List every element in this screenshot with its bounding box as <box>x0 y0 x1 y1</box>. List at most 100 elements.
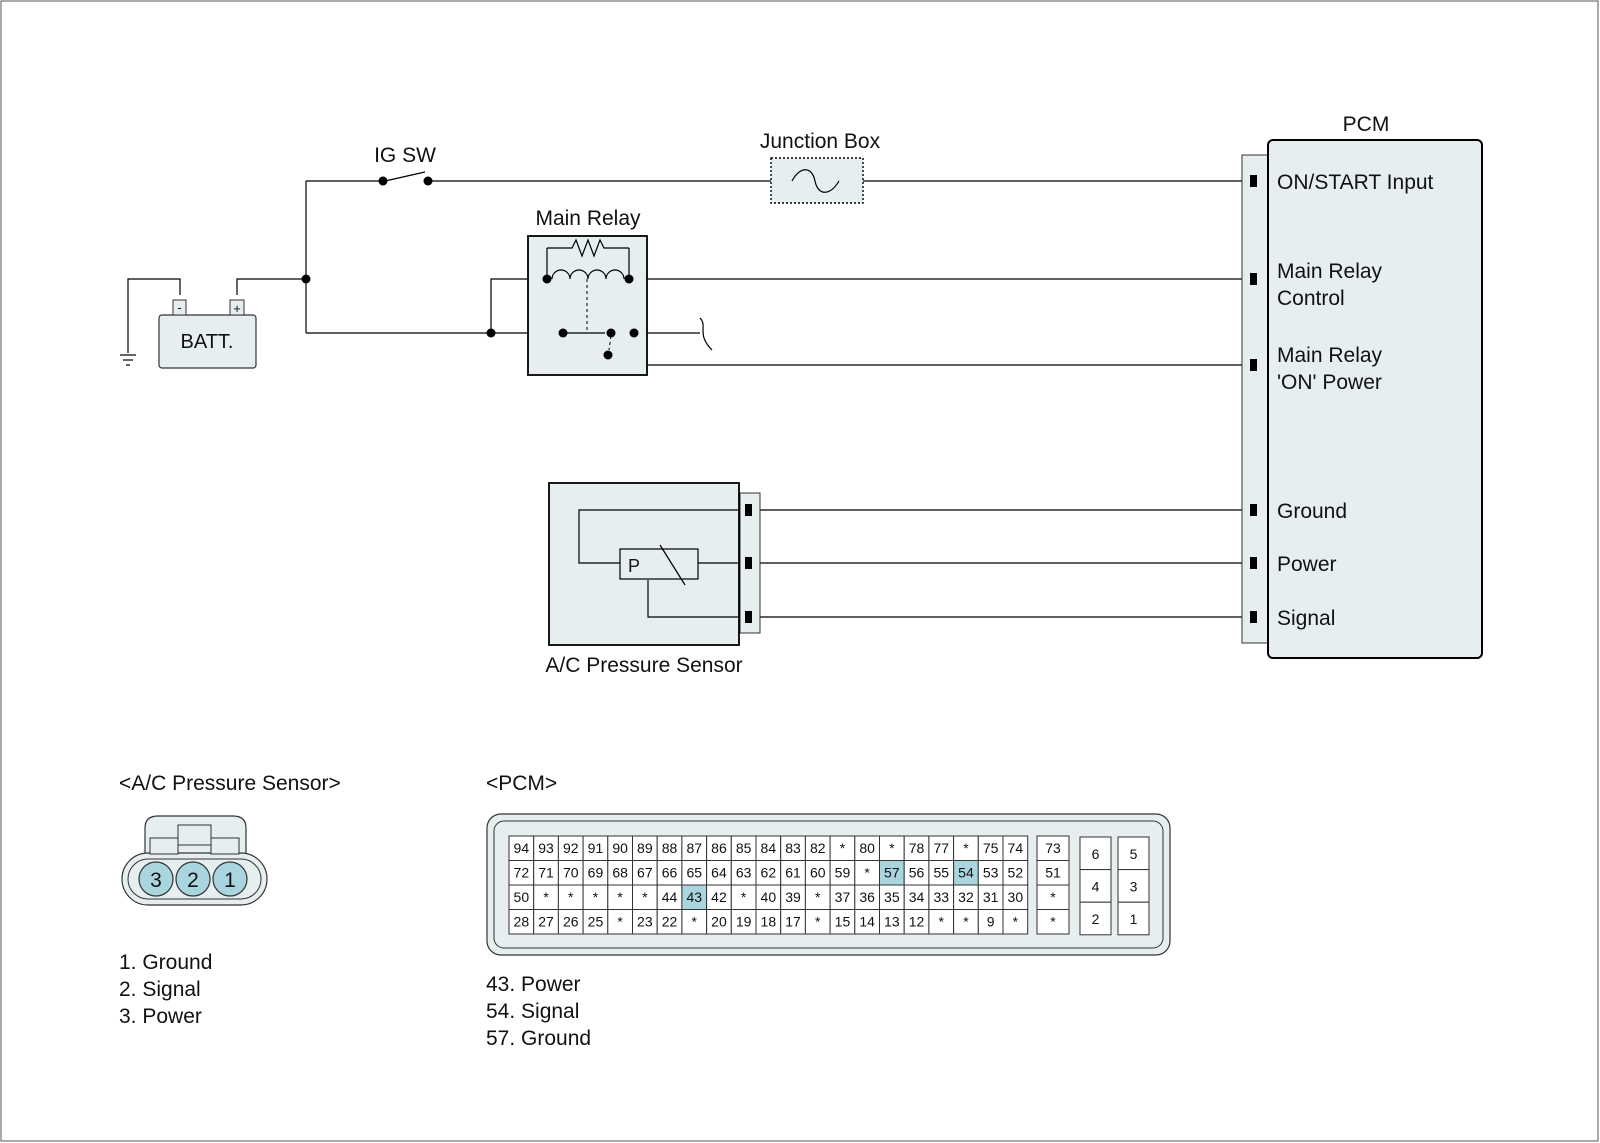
pcm-pin-number: 9 <box>987 914 995 930</box>
pcm-pin-number: 90 <box>612 840 628 856</box>
pcm-pin-number: * <box>568 889 574 905</box>
pcm-pins <box>1250 175 1257 623</box>
pcm-pin-number: 1 <box>1130 911 1138 927</box>
pcm-pin-number: 57 <box>884 865 900 881</box>
pcm-pin-number: * <box>815 889 821 905</box>
pcm-pin-cell <box>508 860 535 886</box>
pcm-pin-number: * <box>1050 914 1056 930</box>
pcm-pin-cell <box>953 860 979 886</box>
pcm-pin-cell <box>656 909 683 935</box>
ig-switch-label: IG SW <box>374 144 436 167</box>
battery: - + BATT. <box>158 299 257 369</box>
pcm-pin-cell <box>632 835 658 861</box>
sensor-pin <box>138 861 174 897</box>
pcm-pin-cell <box>1036 835 1070 861</box>
pcm-pin-number: 80 <box>859 840 875 856</box>
pcm-pin-cell <box>607 909 633 935</box>
pcm-pin-number: * <box>963 840 969 856</box>
battery-minus-label: - <box>177 300 181 315</box>
pcm-pin-number: * <box>864 865 870 881</box>
pcm-pin-number: * <box>642 889 648 905</box>
pcm-pin-cell <box>1117 836 1150 871</box>
pcm-pin-cell <box>557 835 584 861</box>
junction-box: Junction Box <box>760 130 881 204</box>
pcm-pin-cell <box>1036 909 1070 935</box>
pcm-pin-number: * <box>593 889 599 905</box>
sensor-pin-number: 3 <box>150 869 162 892</box>
pcm-pin-number: * <box>840 840 846 856</box>
pcm-pin-number: * <box>1050 889 1056 905</box>
pcm-pin-number: * <box>692 914 698 930</box>
pcm-pin-cell <box>730 835 757 861</box>
pcm-pin-number: * <box>617 889 623 905</box>
pcm-pin-cell <box>1036 884 1070 910</box>
junction-box-label: Junction Box <box>760 130 881 153</box>
pcm-input-label: Control <box>1277 287 1345 310</box>
pcm-pin-number: 85 <box>736 840 752 856</box>
pcm-pin-number: 70 <box>563 865 579 881</box>
pcm-pin-cell <box>804 909 831 935</box>
main-relay: Main Relay <box>527 207 648 376</box>
pcm-input-pin <box>1250 557 1257 569</box>
pcm-pin-number: 74 <box>1008 840 1024 856</box>
pcm-pin-cell <box>879 860 905 886</box>
pcm-pin-cell <box>928 909 955 935</box>
pcm-pin-number: 83 <box>785 840 801 856</box>
pcm-pin-number: * <box>617 914 623 930</box>
pcm-pin-cell <box>1079 869 1112 903</box>
pcm-input-label: 'ON' Power <box>1277 371 1382 394</box>
pcm-pin-number: 53 <box>983 865 999 881</box>
pcm-pin-cell <box>755 909 782 935</box>
pcm-pin-number: 68 <box>612 865 628 881</box>
pcm-pin-number: 13 <box>884 914 900 930</box>
pcm-pin-number: 34 <box>909 889 925 905</box>
sensor-legend-item: 3. Power <box>119 1005 202 1028</box>
pcm-pin-number: 59 <box>835 865 851 881</box>
pcm-pin-number: 88 <box>662 840 678 856</box>
pcm-pin-cell <box>755 835 782 861</box>
pcm-pin-cell <box>780 835 806 861</box>
pcm-pin-number: 40 <box>761 889 777 905</box>
battery-plus-label: + <box>233 301 241 316</box>
sensor-pin-number: 2 <box>187 869 199 892</box>
pcm-pin-number: 54 <box>958 865 974 881</box>
pcm-pin-number: 35 <box>884 889 900 905</box>
pcm-pin-number: * <box>889 840 895 856</box>
pcm-pin-cell <box>903 909 930 935</box>
pcm-pin-cell <box>681 909 708 935</box>
pcm-pin-number: 67 <box>637 865 653 881</box>
pcm-pin-number: 94 <box>514 840 530 856</box>
pcm-pin-cell <box>533 835 559 861</box>
pcm-pin-number: * <box>741 889 747 905</box>
pcm-pin-cell <box>780 884 806 910</box>
ac-pressure-sensor: P A/C Pressure Sensor <box>545 482 761 677</box>
pcm-pin-cell <box>1036 860 1070 886</box>
pcm-legend-item: 54. Signal <box>486 1000 579 1023</box>
pcm-pin-number: 23 <box>637 914 653 930</box>
pcm-pin-number: 77 <box>933 840 949 856</box>
pcm-pin-cell <box>582 835 609 861</box>
pcm-pin-cell <box>508 884 535 910</box>
pcm-input-pin <box>1250 175 1257 187</box>
sensor-connector-title: <A/C Pressure Sensor> <box>119 772 341 795</box>
pcm-pin-number: 82 <box>810 840 826 856</box>
pcm-pin-cell <box>706 909 732 935</box>
pcm-pin-cell <box>829 909 856 935</box>
pcm-pin-number: 86 <box>711 840 727 856</box>
pcm-pin-number: 91 <box>588 840 604 856</box>
pcm-connector-title: <PCM> <box>486 772 557 795</box>
pcm-pin-number: 60 <box>810 865 826 881</box>
pcm-input-pin <box>1250 611 1257 623</box>
pcm-pin-number: 64 <box>711 865 727 881</box>
pcm-pin-number: * <box>543 889 549 905</box>
pcm-pin-number: 15 <box>835 914 851 930</box>
pcm-input-label: Main Relay <box>1277 344 1383 367</box>
pcm-pin-number: 78 <box>909 840 925 856</box>
pcm-pin-number: 61 <box>785 865 801 881</box>
pcm-pin-number: 92 <box>563 840 579 856</box>
pcm-pin-number: 75 <box>983 840 999 856</box>
